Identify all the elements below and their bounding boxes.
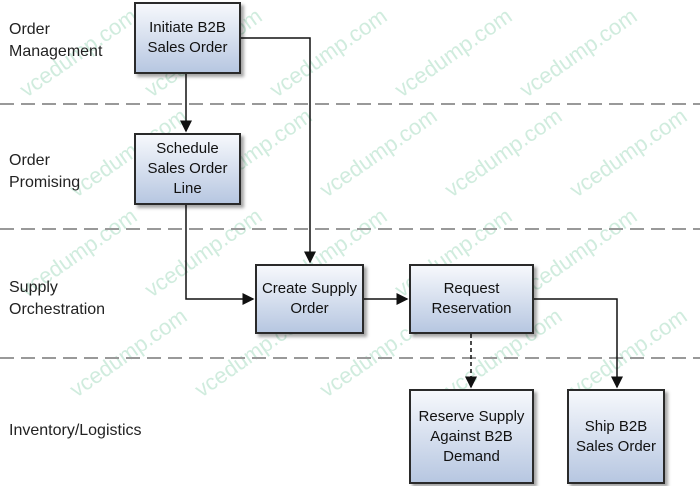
box-create-supply-order: Create Supply Order <box>255 264 364 334</box>
arrow-request-ship <box>534 298 623 389</box>
box-request-reservation: Request Reservation <box>409 264 534 334</box>
lane-dividers <box>0 103 700 359</box>
lane-label-inventory-logistics: Inventory/Logistics <box>9 422 142 439</box>
box-schedule-sales-order-line: Schedule Sales Order Line <box>134 133 241 205</box>
arrow-initiate-create <box>241 37 316 264</box>
arrow-schedule-create <box>185 205 255 305</box>
box-initiate-b2b-sales-order: Initiate B2B Sales Order <box>134 2 241 74</box>
box-ship-b2b-sales-order: Ship B2B Sales Order <box>567 389 665 484</box>
box-reserve-supply: Reserve Supply Against B2B Demand <box>409 389 534 484</box>
